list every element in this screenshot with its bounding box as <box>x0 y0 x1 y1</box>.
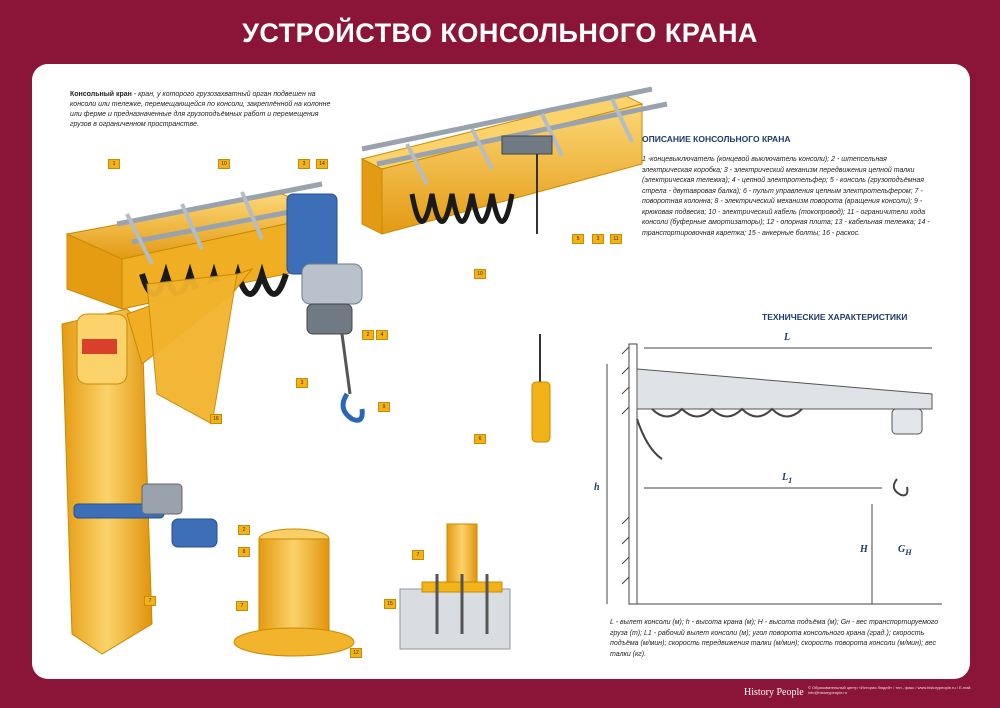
brand-contacts: © Образовательный центр «История Людей» … <box>808 685 972 695</box>
callout-7a: 7 <box>144 596 156 606</box>
column <box>61 308 153 655</box>
hook-block <box>340 392 365 423</box>
callout-2a: 2 <box>362 330 374 340</box>
base-plate <box>233 627 355 657</box>
callout-9: 9 <box>378 402 390 412</box>
page-title: УСТРОЙСТВО КОНСОЛЬНОГО КРАНА <box>242 18 758 48</box>
callout-3a: 3 <box>298 159 310 169</box>
intro-definition: - кран, у которого грузозахватный орган … <box>70 91 331 128</box>
callout-2b: 2 <box>238 525 250 535</box>
content-panel: Консольный кран - кран, у которого грузо… <box>32 64 970 679</box>
limit-switch <box>82 339 117 354</box>
festoon-cable-right <box>409 193 515 224</box>
trolley-drive <box>286 193 338 275</box>
schematic-boom <box>636 368 933 410</box>
cross-rails <box>125 98 634 265</box>
callout-7b: 7 <box>236 601 248 611</box>
dim-G-sub: H <box>905 548 912 557</box>
dim-L1-sub: 1 <box>788 476 793 485</box>
dimension-lines <box>606 347 942 605</box>
foundation <box>399 588 511 650</box>
callout-8: 8 <box>238 547 250 557</box>
callout-7c: 7 <box>412 550 424 560</box>
schematic-cable <box>651 407 803 418</box>
description-title: ОПИСАНИЕ КОНСОЛЬНОГО КРАНА <box>642 134 791 144</box>
anchor-bolts <box>435 574 489 634</box>
hoist-chain <box>340 333 352 395</box>
wall-hatch <box>621 346 630 585</box>
festoon-cable-left <box>139 263 289 297</box>
strut <box>146 273 238 425</box>
schematic-hoist <box>891 408 923 435</box>
intro-term: Консольный кран <box>70 91 132 98</box>
intro-text: Консольный кран - кран, у которого грузо… <box>70 90 332 130</box>
slewing-gearbox <box>141 483 183 515</box>
callout-11: 11 <box>610 234 622 244</box>
callout-12: 12 <box>350 648 362 658</box>
callout-1: 1 <box>108 159 120 169</box>
callout-10b: 10 <box>474 269 486 279</box>
dim-L1: L1 <box>782 472 792 485</box>
pendant-control <box>531 381 551 443</box>
schematic-hook <box>892 478 909 497</box>
column-lower <box>258 538 330 640</box>
description-text: 1 -концевыключатель (концевой выключател… <box>642 156 930 237</box>
callout-16: 16 <box>210 414 222 424</box>
dim-h: h <box>594 482 600 493</box>
dim-L1-main: L <box>782 472 789 483</box>
dim-G: GH <box>898 544 912 557</box>
callout-3c: 3 <box>592 234 604 244</box>
callout-4: 4 <box>376 330 388 340</box>
callout-10a: 10 <box>218 159 230 169</box>
legend-text: L - вылет консоли (м); h - высота крана … <box>610 619 939 658</box>
callout-14: 14 <box>316 159 328 169</box>
dim-G-main: G <box>898 544 906 555</box>
callout-3b: 3 <box>296 378 308 388</box>
dim-L: L <box>784 332 791 343</box>
crane-illustration <box>61 86 942 657</box>
tech-title: ТЕХНИЧЕСКИЕ ХАРАКТЕРИСТИКИ <box>762 312 908 322</box>
hoist-body <box>301 263 363 305</box>
callout-15: 15 <box>384 599 396 609</box>
carriage <box>501 135 553 155</box>
schematic-brace <box>636 418 663 460</box>
brand-name: History People <box>744 687 804 698</box>
hoist-motor <box>306 303 353 335</box>
callout-6: 6 <box>474 434 486 444</box>
boom-beam-right-end <box>361 158 383 235</box>
callout-5: 5 <box>572 234 584 244</box>
schematic-wall <box>628 343 638 605</box>
dim-H: H <box>860 544 868 555</box>
slewing-motor <box>171 518 218 548</box>
